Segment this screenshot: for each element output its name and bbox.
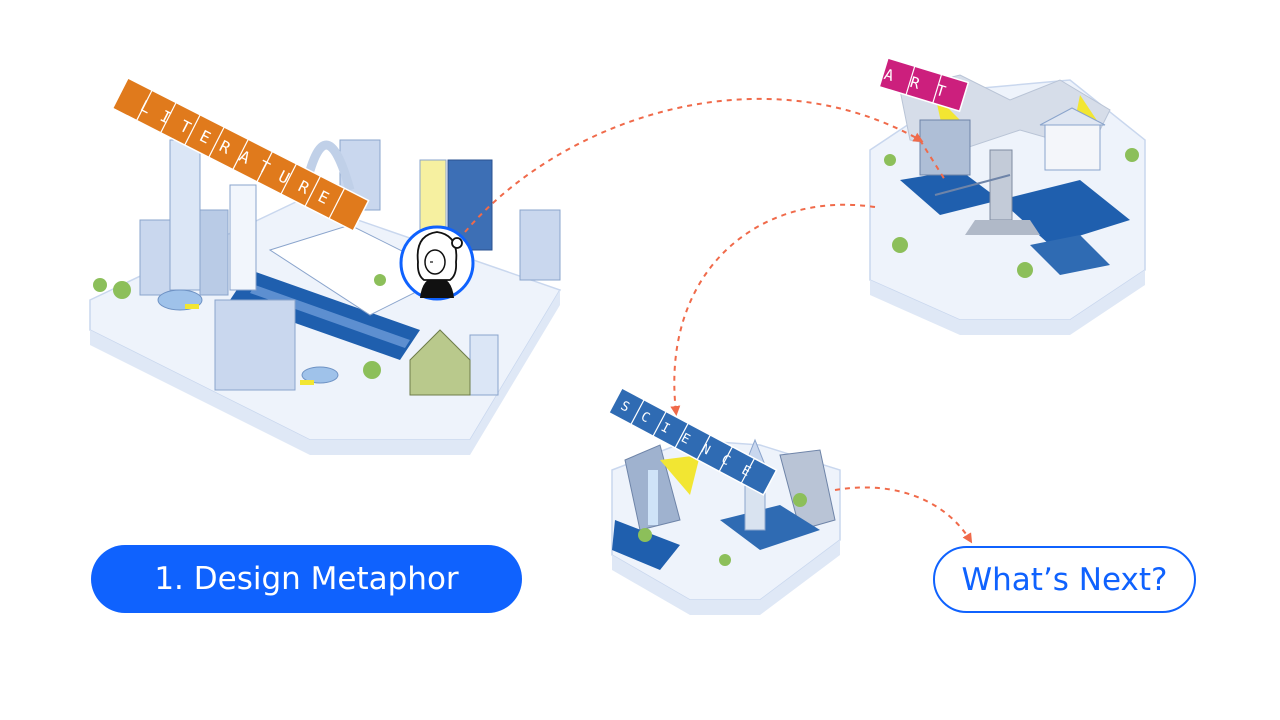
- whats-next-label: What’s Next?: [961, 561, 1168, 598]
- whats-next-button[interactable]: What’s Next?: [933, 546, 1196, 613]
- woman-avatar-icon: [399, 225, 475, 301]
- arrow-art-to-science: [670, 203, 876, 416]
- arrow-science-to-next: [834, 486, 973, 544]
- science-city-illustration: [611, 438, 841, 615]
- art-city-illustration: [869, 74, 1146, 335]
- arrow-art-internal: [919, 139, 946, 181]
- design-metaphor-label: 1. Design Metaphor: [154, 561, 459, 597]
- design-metaphor-button[interactable]: 1. Design Metaphor: [91, 545, 522, 613]
- arrow-literature-to-art: [464, 97, 924, 233]
